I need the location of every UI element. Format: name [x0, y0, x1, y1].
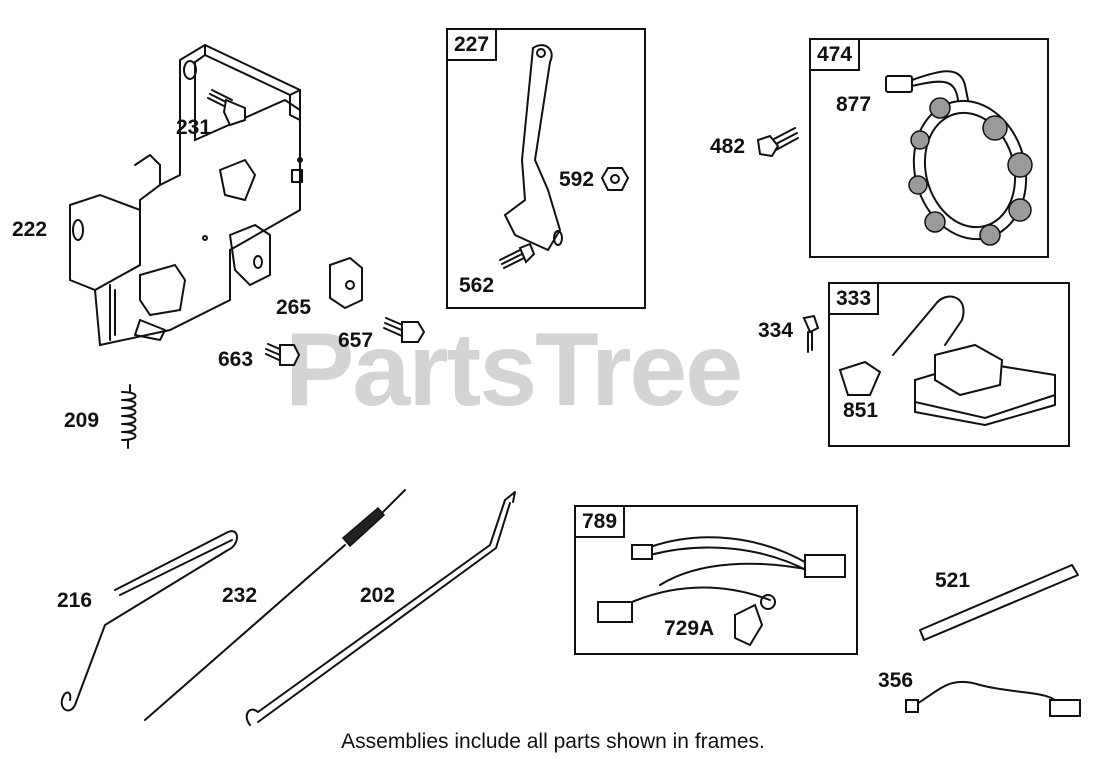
frame-789: 789 — [574, 505, 858, 655]
bolt-482 — [756, 127, 799, 158]
label-202: 202 — [360, 584, 396, 607]
label-231: 231 — [176, 116, 212, 139]
cable-232 — [144, 489, 406, 721]
frame-474: 474 — [809, 38, 1049, 258]
screw-562 — [499, 242, 536, 269]
governor-lever-227 — [503, 44, 563, 252]
screw-657 — [383, 317, 426, 343]
nut-592 — [600, 167, 630, 191]
frame-333-tag: 333 — [828, 282, 880, 315]
label-265: 265 — [276, 296, 312, 319]
label-232: 232 — [222, 584, 258, 607]
frame-789-tag: 789 — [574, 505, 626, 538]
rod-216 — [60, 530, 238, 712]
label-209: 209 — [64, 409, 100, 432]
label-663: 663 — [218, 348, 254, 371]
label-657: 657 — [338, 329, 374, 352]
tube-521 — [919, 564, 1079, 641]
wire-356 — [905, 680, 1081, 717]
label-592: 592 — [559, 168, 595, 191]
footnote: Assemblies include all parts shown in fr… — [341, 730, 765, 753]
bolt-231 — [207, 89, 246, 127]
frame-227: 227 — [446, 28, 646, 309]
label-877: 877 — [836, 93, 872, 116]
label-562: 562 — [459, 274, 495, 297]
label-729A: 729A — [664, 617, 715, 640]
alternator-474 — [885, 70, 1033, 246]
screw-663 — [265, 343, 301, 366]
label-222: 222 — [12, 218, 48, 241]
label-851: 851 — [843, 399, 879, 422]
ignition-armature-333 — [838, 295, 1056, 426]
rod-202 — [245, 491, 516, 726]
clip-265 — [329, 256, 363, 310]
frame-227-tag: 227 — [446, 28, 498, 61]
spring-209 — [121, 384, 137, 449]
label-356: 356 — [878, 669, 914, 692]
frame-333: 333 — [828, 282, 1070, 447]
label-521: 521 — [935, 569, 971, 592]
label-482: 482 — [710, 135, 746, 158]
label-334: 334 — [758, 319, 794, 342]
watermark: PartsTree — [285, 312, 743, 428]
screw-334 — [802, 314, 820, 353]
wire-harness-789 — [597, 536, 846, 647]
control-bracket-222 — [69, 43, 303, 347]
frame-474-tag: 474 — [809, 38, 861, 71]
label-216: 216 — [57, 589, 93, 612]
